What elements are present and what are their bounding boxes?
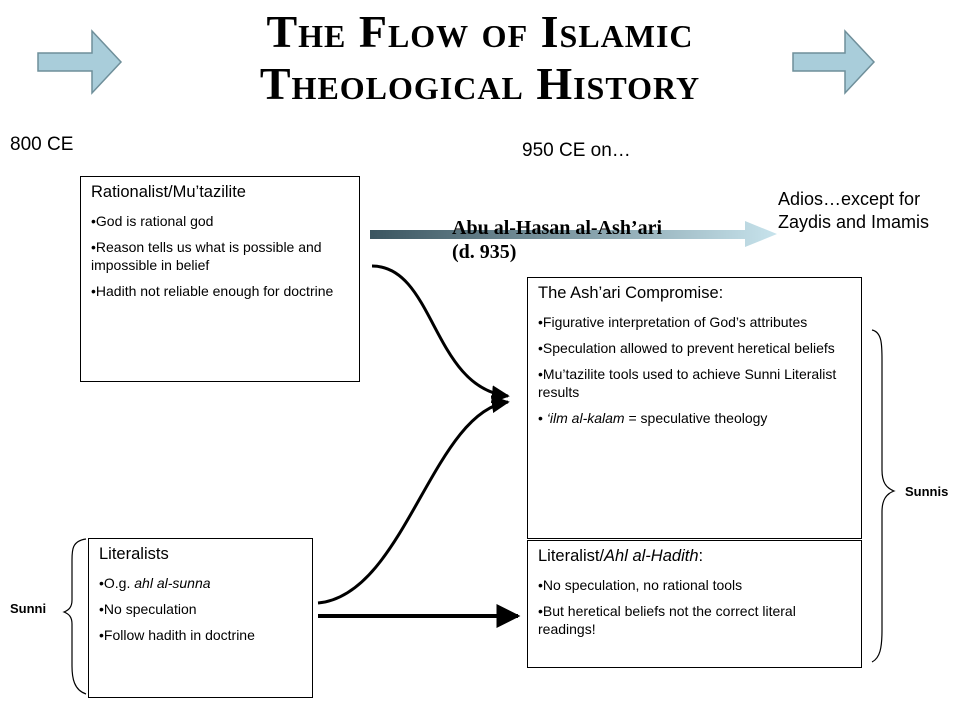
list-item: No speculation, no rational tools	[538, 576, 851, 594]
list-item: ‘ilm al-kalam = speculative theology	[538, 409, 851, 427]
ahl-hadith-heading-suffix: :	[698, 547, 704, 565]
adios-note: Adios…except for Zaydis and Imamis	[778, 189, 930, 232]
connector-literalists-to-compromise	[317, 395, 510, 605]
og-prefix: O.g.	[103, 575, 135, 591]
ashari-death-date: (d. 935)	[452, 241, 517, 263]
ashari-name: Abu al-Hasan al-Ash’ari	[452, 217, 663, 239]
list-item: Reason tells us what is possible and imp…	[91, 238, 349, 274]
date-950: 950 CE on…	[522, 140, 631, 161]
title-line-1: The Flow of Islamic	[266, 6, 694, 57]
rationalist-list: God is rational god Reason tells us what…	[91, 212, 349, 300]
ashari-compromise-box: The Ash’ari Compromise: Figurative inter…	[527, 277, 862, 539]
ahl-hadith-box: Literalist/Ahl al-Hadith: No speculation…	[527, 540, 862, 668]
nav-arrow-right-icon[interactable]	[792, 29, 876, 95]
ahl-hadith-list: No speculation, no rational tools But he…	[538, 576, 851, 638]
list-item: Figurative interpretation of God’s attri…	[538, 313, 851, 331]
sunnis-brace-icon	[871, 329, 896, 663]
compromise-list: Figurative interpretation of God’s attri…	[538, 313, 851, 427]
list-item: Mu’tazilite tools used to achieve Sunni …	[538, 365, 851, 401]
ahl-hadith-heading: Literalist/Ahl al-Hadith:	[538, 547, 851, 566]
nav-arrow-left-icon[interactable]	[37, 29, 123, 95]
ashari-label: Abu al-Hasan al-Ash’ari (d. 935)	[452, 216, 662, 264]
sunni-brace-icon	[62, 538, 87, 695]
rationalist-heading: Rationalist/Mu’tazilite	[91, 183, 246, 201]
list-item: Speculation allowed to prevent heretical…	[538, 339, 851, 357]
list-item: Follow hadith in doctrine	[99, 626, 302, 644]
kalam-term: ‘ilm al-kalam	[546, 410, 625, 426]
og-term: ahl al-sunna	[134, 575, 211, 591]
literalists-box: Literalists O.g. ahl al-sunna No specula…	[88, 538, 313, 698]
title-line-2: Theological History	[259, 58, 701, 109]
ahl-hadith-heading-prefix: Literalist/	[538, 547, 605, 565]
literalists-list: O.g. ahl al-sunna No speculation Follow …	[99, 574, 302, 644]
sunni-label: Sunni	[10, 601, 47, 616]
list-item: But heretical beliefs not the correct li…	[538, 602, 851, 638]
list-item: God is rational god	[91, 212, 349, 230]
rationalist-box: Rationalist/Mu’tazilite God is rational …	[80, 176, 360, 382]
connector-rationalist-to-compromise	[371, 264, 510, 404]
list-item: O.g. ahl al-sunna	[99, 574, 302, 592]
compromise-heading: The Ash’ari Compromise:	[538, 284, 724, 302]
literalists-heading: Literalists	[99, 545, 169, 563]
ahl-hadith-heading-term: Ahl al-Hadith	[604, 547, 699, 565]
flow-gradient-arrow	[370, 221, 777, 247]
sunnis-label: Sunnis	[905, 484, 949, 499]
page-title: The Flow of Islamic Theological History	[0, 6, 960, 110]
list-item: No speculation	[99, 600, 302, 618]
list-item: Hadith not reliable enough for doctrine	[91, 282, 349, 300]
date-800: 800 CE	[10, 134, 74, 155]
kalam-definition: = speculative theology	[624, 410, 768, 426]
